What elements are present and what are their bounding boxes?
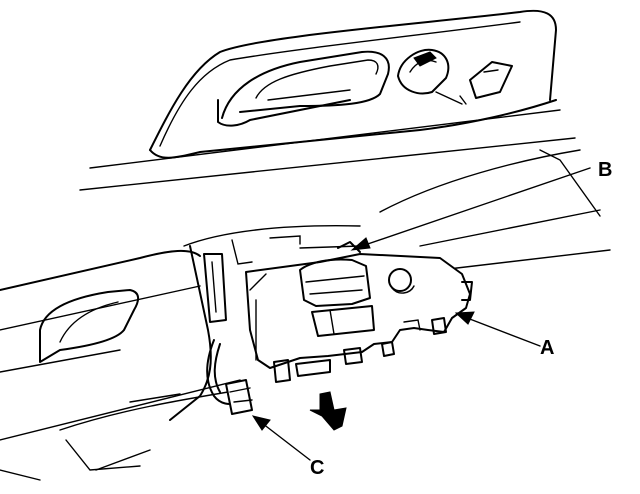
door-trim-upper (79, 9, 576, 191)
panel-cavity (183, 225, 361, 323)
wire-harness-connector (206, 339, 253, 415)
door-trim-lower (0, 245, 241, 481)
power-window-switch (245, 241, 473, 383)
leader-line-b (350, 167, 591, 251)
upper-switch (459, 61, 513, 105)
leader-line-a (454, 311, 541, 347)
door-edge (379, 149, 611, 271)
inner-door-handle (217, 50, 390, 127)
callout-label-a: A (540, 337, 555, 359)
removal-arrow-icon (309, 391, 347, 431)
door-lock-knob (397, 48, 463, 105)
leader-line-c (251, 415, 311, 461)
callout-label-b: B (598, 159, 613, 181)
callout-label-c: C (310, 457, 325, 479)
